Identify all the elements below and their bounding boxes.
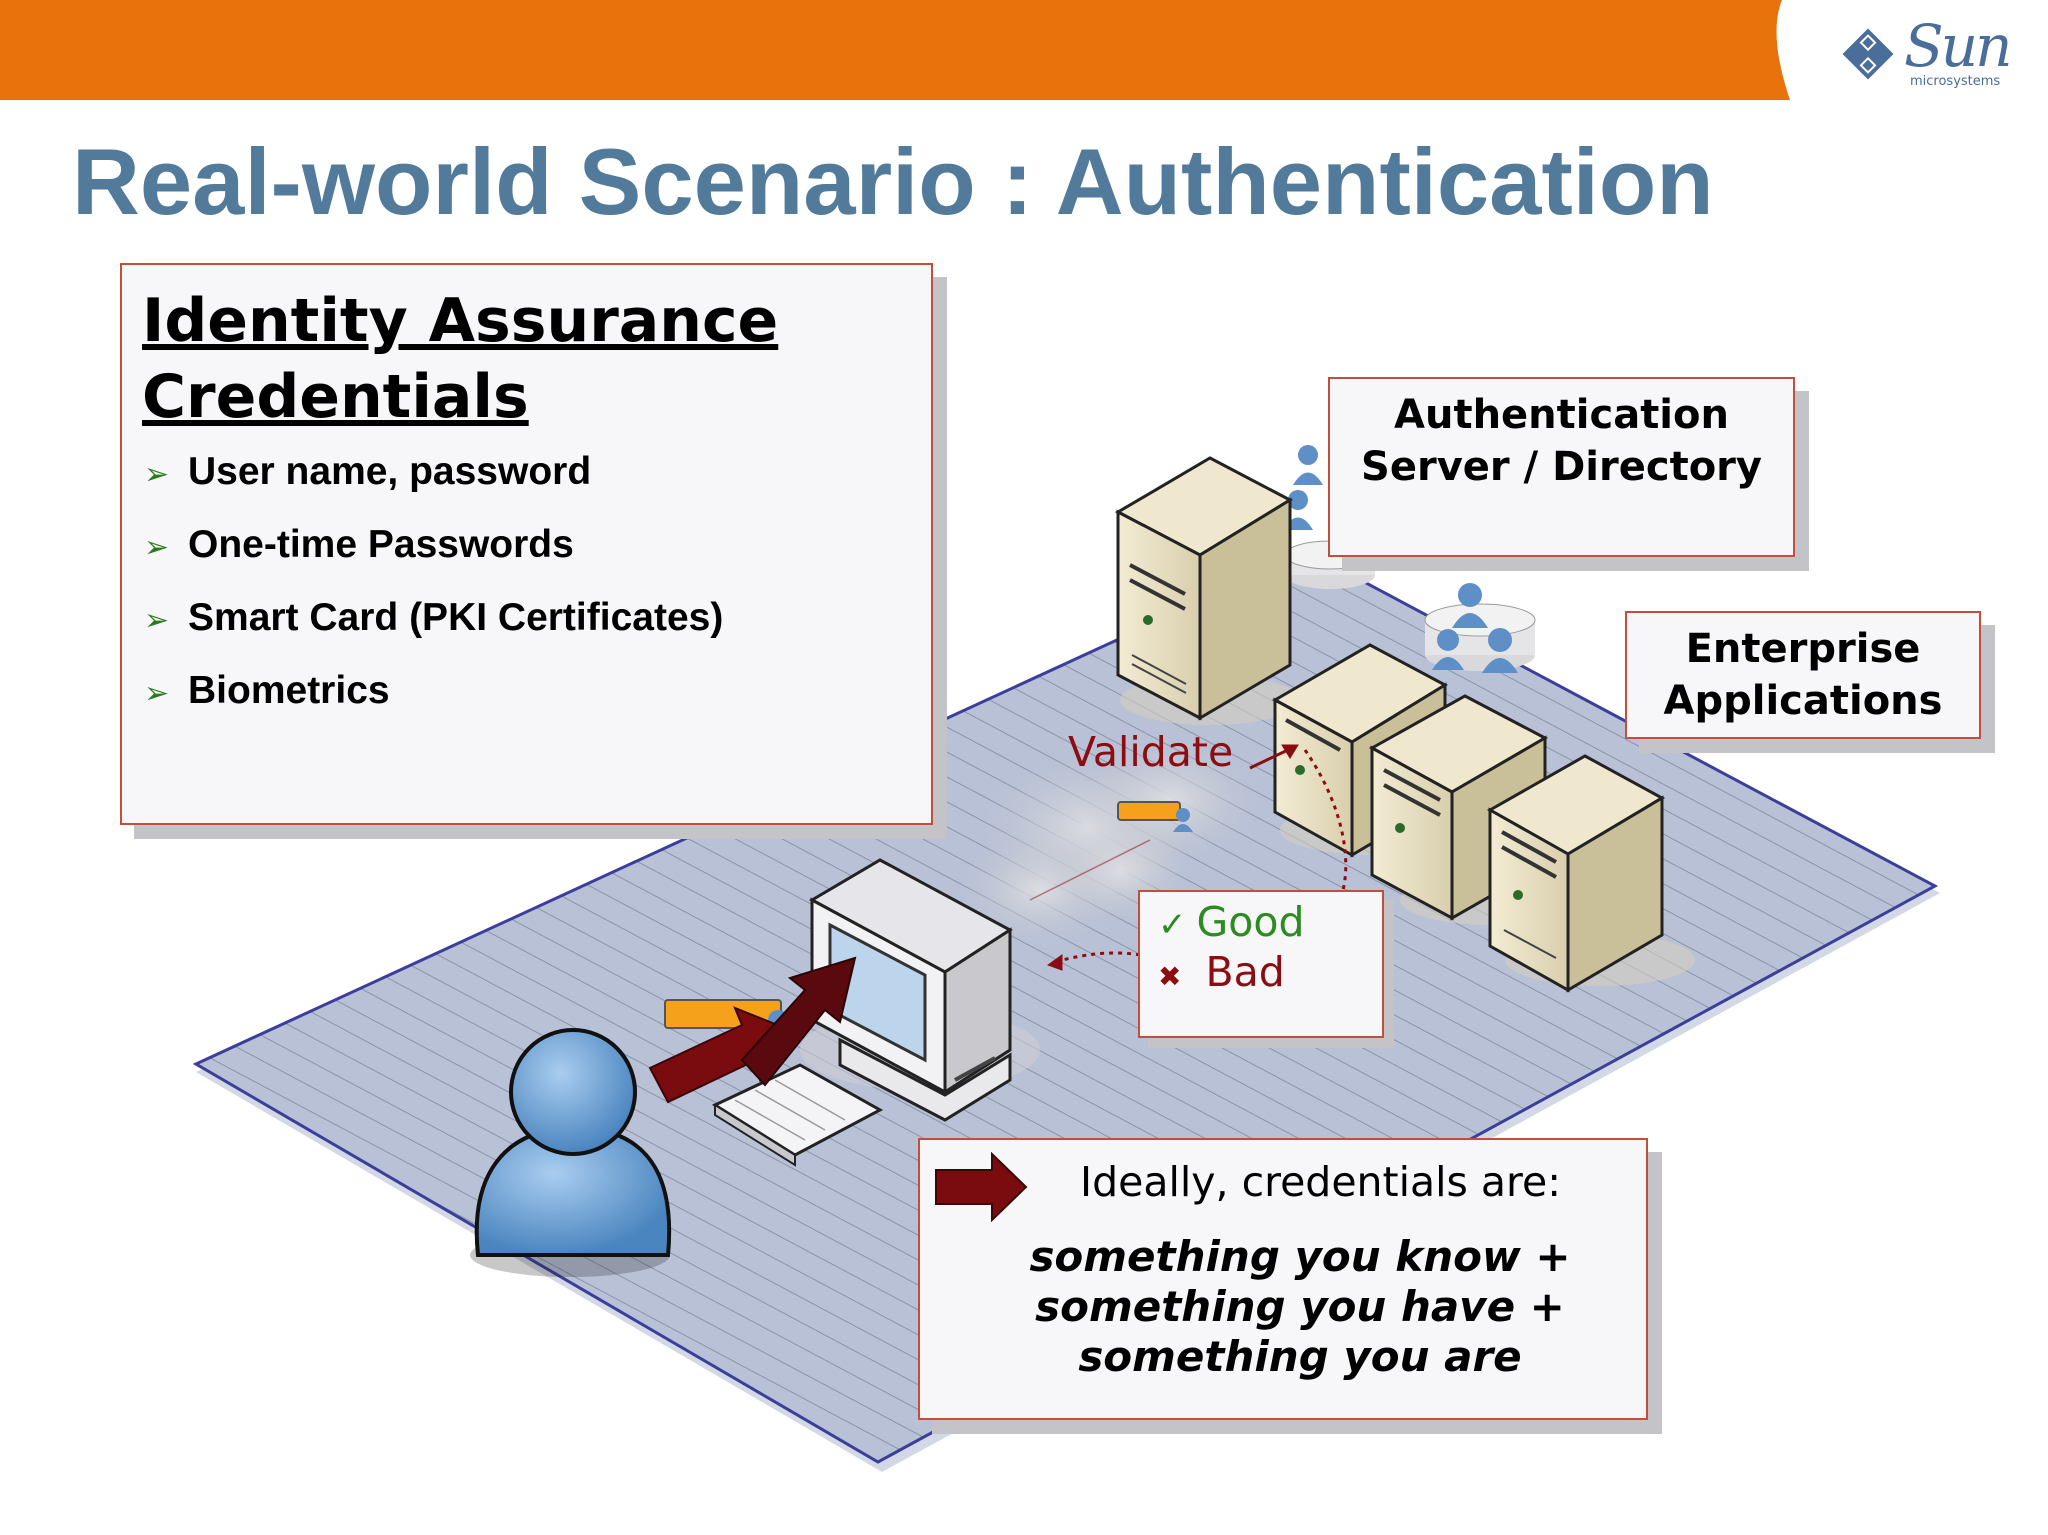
enterprise-apps-label: Enterprise Applications (1627, 623, 1979, 727)
credential-item: ➢ Smart Card (PKI Certificates) (144, 596, 723, 640)
validate-label: Validate (1068, 728, 1234, 776)
sun-logo-subtitle: microsystems (1910, 74, 2001, 89)
credential-item-label: One-time Passwords (188, 523, 574, 566)
validation-result-box: ✓Good ✖ Bad (1138, 890, 1384, 1038)
good-result: ✓Good (1158, 898, 1304, 946)
sun-logo: Sun microsystems (1838, 12, 2012, 98)
user-person-icon (470, 1028, 672, 1277)
identity-heading-line2: Credentials (142, 362, 529, 432)
identity-credentials-panel: Identity Assurance Credentials ➢ User nam… (120, 263, 933, 825)
validate-arrow (1029, 744, 1348, 971)
auth-server (1114, 456, 1300, 725)
keyboard (711, 1063, 884, 1167)
network-cloud (960, 740, 1260, 945)
page-title: Real-world Scenario : Authentication (72, 129, 1714, 234)
identity-heading-line1: Identity Assurance (142, 286, 779, 356)
enterprise-line2: Applications (1663, 678, 1943, 724)
credential-item-label: Biometrics (188, 669, 390, 712)
arrowhead-bullet-icon: ➢ (144, 676, 170, 711)
credential-token (1117, 801, 1193, 832)
arrowhead-bullet-icon: ➢ (144, 530, 170, 565)
sun-logo-icon (1842, 28, 1894, 80)
credential-item: ➢ User name, password (144, 450, 591, 494)
good-label: Good (1196, 898, 1305, 946)
credential-item: ➢ Biometrics (144, 669, 390, 713)
enterprise-apps-label-box: Enterprise Applications (1625, 611, 1981, 739)
auth-server-line2: Server / Directory (1361, 444, 1762, 490)
arrowhead-bullet-icon: ➢ (144, 457, 170, 492)
auth-server-line1: Authentication (1394, 392, 1729, 438)
credential-item: ➢ One-time Passwords (144, 523, 574, 567)
arrowhead-bullet-icon: ➢ (144, 603, 170, 638)
bad-label: Bad (1205, 948, 1285, 996)
enterprise-server-3 (1486, 754, 1695, 993)
auth-server-label: Authentication Server / Directory (1330, 389, 1793, 493)
auth-server-label-box: Authentication Server / Directory (1328, 377, 1795, 557)
credential-item-label: Smart Card (PKI Certificates) (188, 596, 724, 639)
enterprise-line1: Enterprise (1685, 626, 1921, 672)
credential-item-label: User name, password (188, 450, 592, 493)
ideal-factors: something you know + something you have … (1010, 1232, 1590, 1382)
sun-logo-word: Sun (1904, 12, 2012, 80)
bad-result: ✖ Bad (1158, 948, 1285, 996)
factor-are: something you are (1078, 1332, 1522, 1381)
arrow-right-icon (935, 1152, 1028, 1222)
checkmark-icon: ✓ (1158, 905, 1187, 945)
top-banner (0, 0, 1790, 100)
ideal-intro: Ideally, credentials are: (1080, 1158, 1562, 1206)
factor-have: something you have + (1035, 1282, 1565, 1331)
factor-know: something you know + (1029, 1232, 1571, 1281)
x-mark-icon: ✖ (1158, 960, 1182, 993)
submit-arrow (648, 956, 857, 1104)
ideal-credentials-box: Ideally, credentials are: something you … (918, 1138, 1648, 1420)
identity-heading: Identity Assurance Credentials (142, 283, 778, 435)
